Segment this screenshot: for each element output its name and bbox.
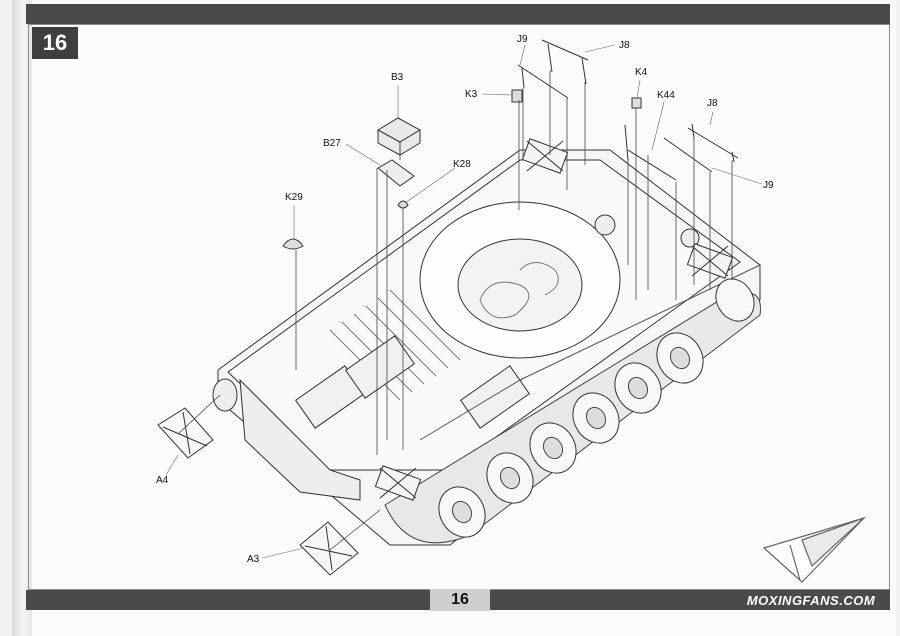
label-b3: B3 — [391, 72, 404, 83]
page-number: 16 — [430, 589, 490, 611]
label-k29: K29 — [285, 192, 303, 203]
part-a4-plate — [157, 407, 214, 459]
label-j9-right: J9 — [763, 180, 774, 191]
driver-hatch — [594, 214, 616, 236]
part-j8-rail-right — [687, 123, 739, 163]
label-j8-top: J8 — [619, 40, 630, 51]
hull-rear-plate — [239, 378, 361, 501]
label-j9-top: J9 — [517, 34, 528, 45]
page-binding — [12, 0, 32, 636]
label-k44: K44 — [657, 90, 675, 101]
part-k4 — [631, 97, 642, 109]
part-b27-plate — [377, 159, 415, 187]
watermark-text: MOXINGFANS.COM — [746, 592, 876, 608]
label-b27: B27 — [323, 138, 341, 149]
turret-ring-cutout — [479, 281, 530, 319]
label-k4: K4 — [635, 67, 648, 78]
part-j8-rail-top — [541, 39, 589, 85]
label-j8-right: J8 — [707, 98, 718, 109]
part-a3-plate — [299, 521, 359, 576]
label-k3: K3 — [465, 89, 478, 100]
step-number-badge: 16 — [32, 27, 78, 59]
engine-hatch — [344, 335, 416, 399]
front-fitting — [680, 228, 700, 248]
label-leader-lines — [165, 44, 763, 559]
part-k29 — [282, 238, 304, 250]
part-k3 — [511, 89, 523, 103]
part-j9-rail-right — [663, 137, 713, 173]
label-a3: A3 — [247, 554, 260, 565]
assembly-guide-lines — [177, 70, 733, 551]
part-b3-block — [376, 117, 422, 156]
paper-plane-logo — [762, 516, 867, 583]
part-j9-rail-top — [517, 64, 569, 99]
top-bar — [26, 4, 890, 24]
deck-x-plates — [374, 138, 734, 501]
idler-wheel — [212, 378, 238, 412]
label-a4: A4 — [156, 475, 169, 486]
label-k28: K28 — [453, 159, 471, 170]
road-wheel-hubs — [451, 346, 691, 524]
